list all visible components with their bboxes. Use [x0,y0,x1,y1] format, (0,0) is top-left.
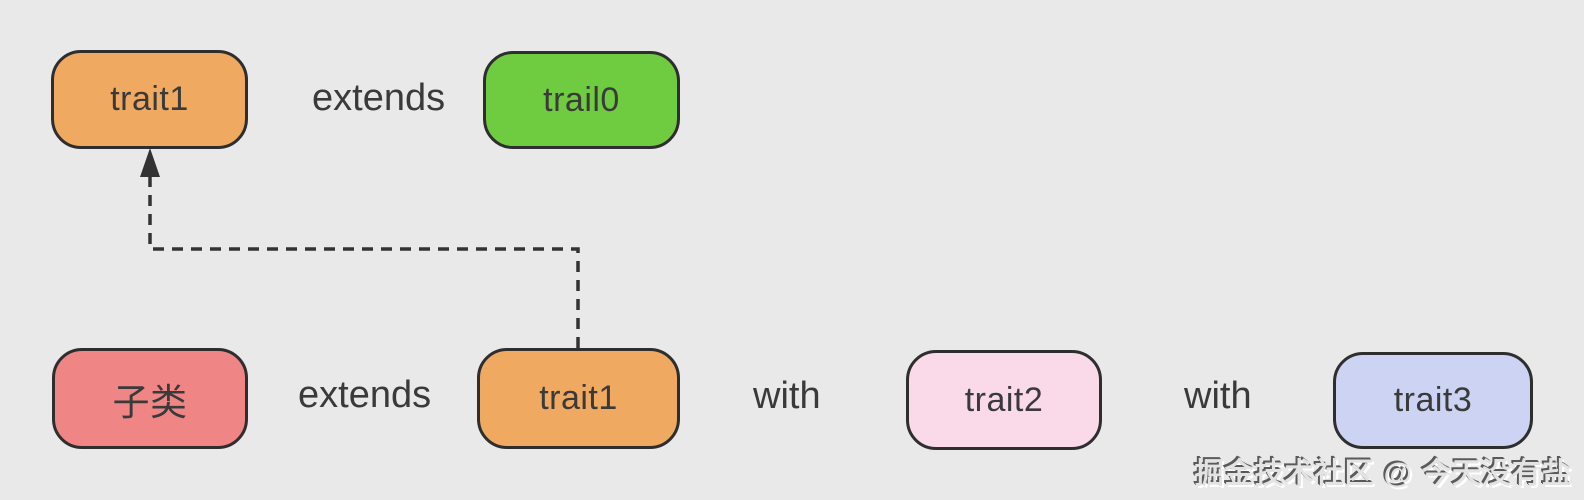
node-trail0: trail0 [483,51,680,149]
node-trait2: trait2 [906,350,1102,450]
watermark-text: 掘金技术社区 @ 今天没有盐 [1194,458,1572,490]
node-trail0-label: trail0 [543,80,620,119]
node-trait1-bottom: trait1 [477,348,680,449]
node-trait1-top: trait1 [51,50,248,149]
keyword-with-1: with [753,375,821,417]
node-trait1-bottom-label: trait1 [539,379,618,417]
arrowhead-up-icon [140,148,160,177]
node-trait3-label: trait3 [1393,381,1473,419]
node-trait3: trait3 [1333,352,1533,449]
node-trait1-top-label: trait1 [110,80,189,118]
keyword-with-2: with [1184,375,1252,417]
keyword-extends-bottom: extends [298,374,432,416]
keyword-extends-top: extends [312,77,446,119]
node-trait2-label: trait2 [964,380,1044,419]
dashed-connector-line [148,168,580,348]
node-subclass: 子类 [52,348,248,449]
node-subclass-label: 子类 [112,381,188,423]
